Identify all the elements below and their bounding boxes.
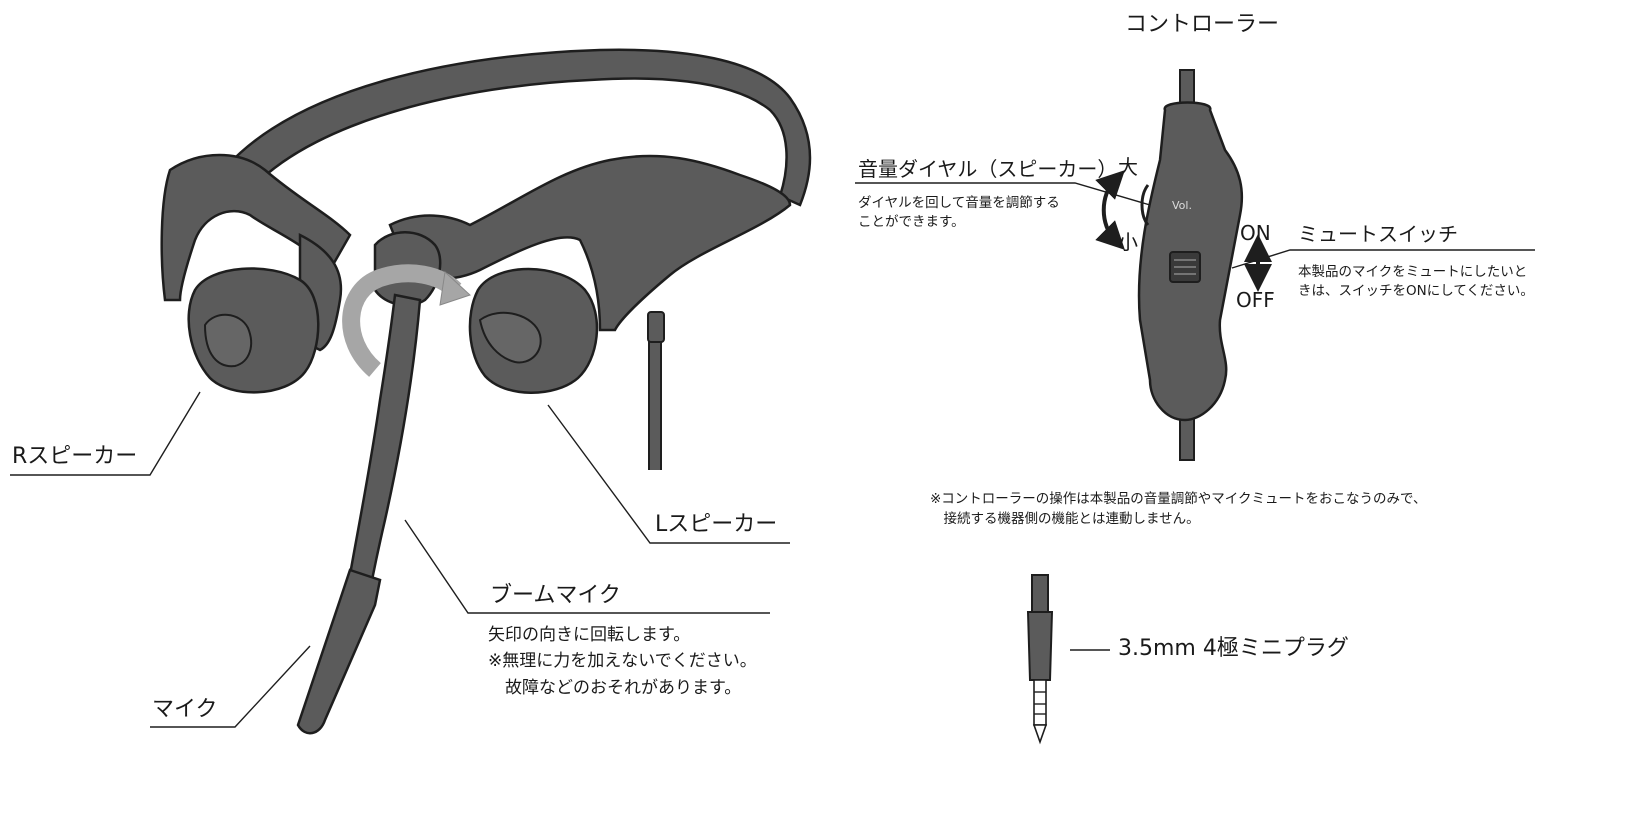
l-speaker-label: Lスピーカー <box>655 512 778 537</box>
cable-strain-relief <box>647 311 665 343</box>
volume-dial-label: 音量ダイヤル（スピーカー） <box>858 157 1118 181</box>
vol-print: Vol. <box>1172 199 1192 212</box>
mic-label: マイク <box>152 697 218 722</box>
boom-mic-desc-line: 故障などのおそれがあります。 <box>488 677 742 698</box>
plug-label: 3.5mm 4極ミニプラグ <box>1118 636 1349 661</box>
volume-up-label: 大 <box>1118 155 1138 179</box>
mic-capsule <box>296 568 382 735</box>
controller-leaders <box>855 182 1535 269</box>
leader-mute <box>1231 249 1535 269</box>
mute-desc-line: 本製品のマイクをミュートにしたいと <box>1298 264 1528 280</box>
volume-arrow <box>1095 170 1125 250</box>
volume-dial-description: ダイヤルを回して音量を調節する ことができます。 <box>858 194 1060 232</box>
frame-left <box>388 154 792 332</box>
boom-mic-desc-line: ※無理に力を加えないでください。 <box>488 651 757 672</box>
headset-illustration <box>160 48 812 735</box>
leader-l-speaker <box>547 404 790 544</box>
mute-off-label: OFF <box>1236 288 1275 312</box>
l-speaker-face <box>478 311 542 364</box>
plug-housing <box>1026 611 1054 681</box>
frame-right <box>160 153 352 302</box>
volume-desc-line: ことができます。 <box>858 213 965 230</box>
controller-illustration <box>1095 69 1272 461</box>
controller-note: ※コントローラーの操作は本製品の音量調節やマイクミュートをおこなうのみで、 接続… <box>930 490 1427 529</box>
boom-mic-desc-line: 矢印の向きに回転します。 <box>488 625 691 645</box>
volume-desc-line: ダイヤルを回して音量を調節する <box>858 195 1060 211</box>
r-speaker-face <box>203 313 253 368</box>
plug-tip <box>1032 724 1048 745</box>
leader-volume <box>855 182 1151 206</box>
mute-on-label: ON <box>1240 221 1271 245</box>
mute-switch-description: 本製品のマイクをミュートにしたいと きは、スイッチをONにしてください。 <box>1298 263 1534 301</box>
mute-switch-label: ミュートスイッチ <box>1298 222 1458 246</box>
leader-r-speaker <box>10 391 201 476</box>
volume-down-label: 小 <box>1118 230 1138 254</box>
plug-cable <box>1031 574 1049 616</box>
rotation-arrow <box>342 264 462 377</box>
headband <box>226 48 812 207</box>
leader-mic <box>150 645 311 728</box>
rotation-arrow-head <box>439 270 471 306</box>
plug-shaft <box>1033 679 1047 726</box>
note-line: 接続する機器側の機能とは連動しません。 <box>930 510 1200 527</box>
headset-leaders <box>10 391 790 728</box>
controller-title: コントローラー <box>1125 12 1280 37</box>
r-speaker-label: Rスピーカー <box>12 444 138 469</box>
note-line: ※コントローラーの操作は本製品の音量調節やマイクミュートをおこなうのみで、 <box>930 491 1427 507</box>
leader-boom-mic <box>404 519 770 614</box>
boom-mic-description: 矢印の向きに回転します。 ※無理に力を加えないでください。 故障などのおそれがあ… <box>488 622 757 701</box>
plug-illustration <box>1026 574 1110 745</box>
boom-mic-label: ブームマイク <box>490 583 621 608</box>
mute-desc-line: きは、スイッチをONにしてください。 <box>1298 282 1534 299</box>
volume-dial <box>1140 184 1150 226</box>
